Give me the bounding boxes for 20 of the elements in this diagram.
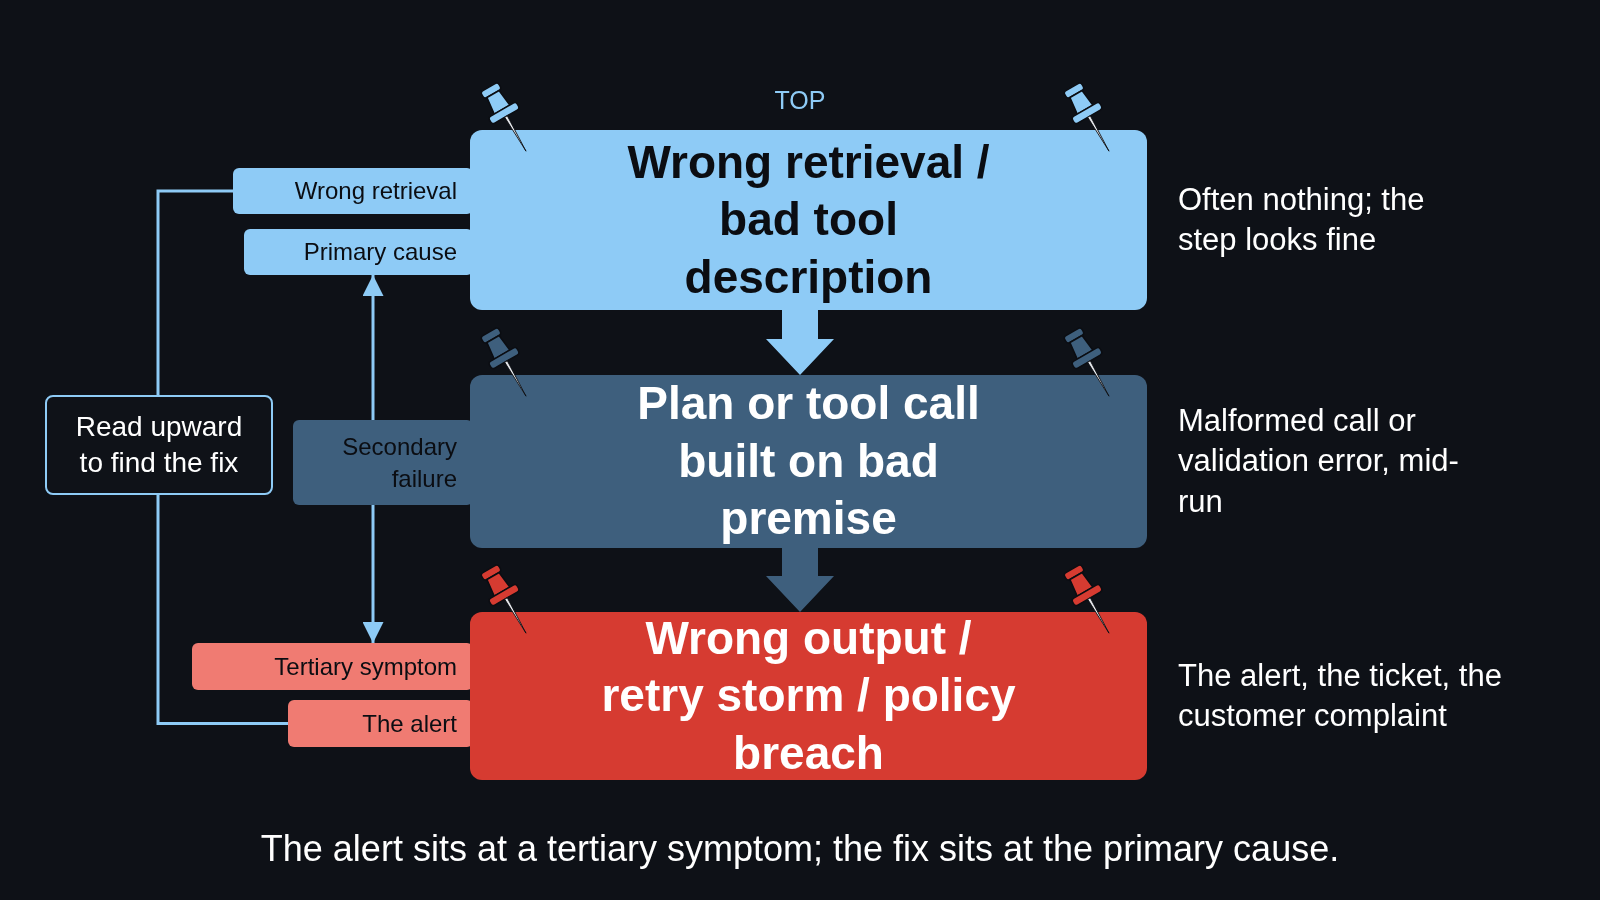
connector-line — [156, 189, 233, 395]
side-note: Malformed call or validation error, mid-run — [1178, 402, 1460, 521]
connector-line — [156, 495, 288, 725]
layer-box: Wrong retrieval / bad tool description — [470, 130, 1147, 310]
tag-label: Tertiary symptom — [192, 643, 473, 690]
block-arrow — [766, 548, 834, 612]
side-note: Often nothing; the step looks fine — [1178, 180, 1426, 259]
note-box: Read upward to find the fix — [45, 395, 273, 495]
side-note: The alert, the ticket, the customer complaint — [1178, 656, 1503, 735]
tag-label: Primary cause — [244, 229, 473, 275]
arrow — [362, 505, 384, 643]
layer-box: Plan or tool call built on bad premise — [470, 375, 1147, 548]
arrow — [362, 275, 384, 420]
layer-box: Wrong output / retry storm / policy breach — [470, 612, 1147, 780]
tag-label: Secondary failure — [293, 420, 473, 505]
tag-label: The alert — [288, 700, 473, 747]
block-arrow — [766, 310, 834, 375]
caption: The alert sits at a tertiary symptom; the fix sits at the primary cause. — [260, 827, 1340, 871]
top-label: TOP — [774, 85, 826, 116]
tag-label: Wrong retrieval — [233, 168, 473, 214]
